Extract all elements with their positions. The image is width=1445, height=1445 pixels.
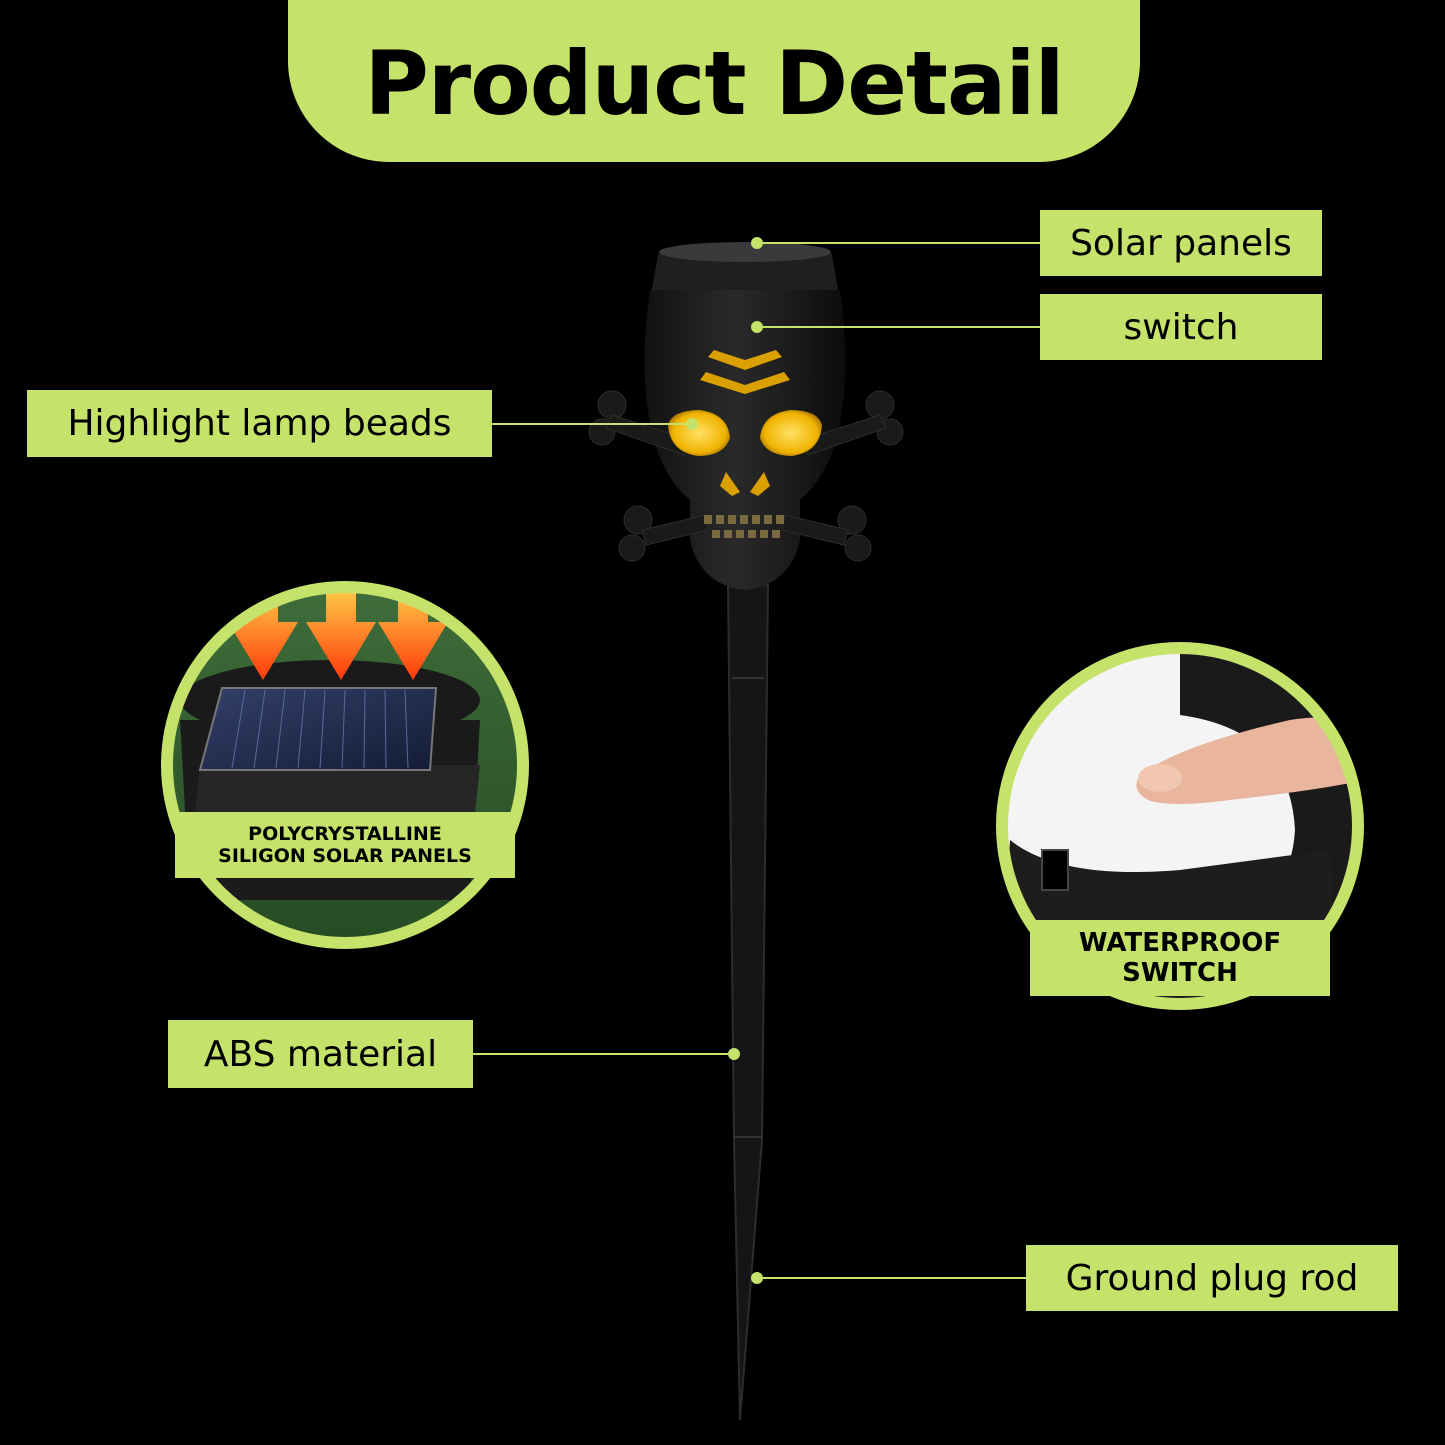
label-highlight-lamp-beads: Highlight lamp beads xyxy=(27,390,492,457)
label-switch: switch xyxy=(1040,294,1322,360)
skull-head xyxy=(588,242,904,590)
switch-caption-line2: SWITCH xyxy=(1122,958,1238,988)
callout-lines xyxy=(472,237,1040,1284)
solar-panel-detail-image xyxy=(161,581,529,949)
ground-stake xyxy=(726,584,770,1421)
waterproof-switch-caption: WATERPROOF SWITCH xyxy=(1030,920,1330,996)
label-solar-panels: Solar panels xyxy=(1040,210,1322,276)
solar-panel-caption: POLYCRYSTALLINE SILIGON SOLAR PANELS xyxy=(175,812,515,878)
title-banner: Product Detail xyxy=(288,0,1140,162)
label-abs-material: ABS material xyxy=(168,1020,473,1088)
label-ground-plug-rod: Ground plug rod xyxy=(1026,1245,1398,1311)
switch-caption-line1: WATERPROOF xyxy=(1078,928,1282,958)
page-title: Product Detail xyxy=(364,32,1064,135)
solar-caption-line2: SILIGON SOLAR PANELS xyxy=(218,845,472,867)
solar-caption-line1: POLYCRYSTALLINE xyxy=(248,823,442,845)
